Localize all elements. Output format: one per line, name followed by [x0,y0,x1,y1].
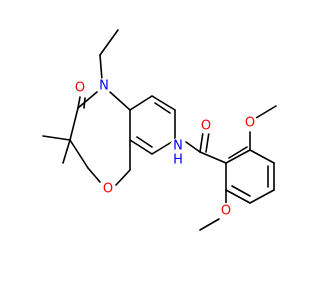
bond [249,189,275,204]
atom-label: O [201,119,211,134]
atom-o-carbonyl-ring: O [72,80,88,96]
bond [225,149,251,164]
bond [151,95,176,111]
bond [154,102,171,114]
bond [255,105,277,119]
bond [69,107,79,141]
bond [99,54,103,81]
bond [249,149,275,164]
bond [62,139,71,164]
atom-label: H [173,153,183,168]
atom-o-ether-ring: O [100,181,116,197]
atom-label: O [245,116,255,131]
bond [99,29,119,56]
bond [199,151,227,164]
bond [199,218,220,231]
bond [42,135,71,141]
bond [225,189,251,204]
bond [199,131,204,153]
bond [228,146,248,159]
atom-label: O [221,204,231,219]
bond [77,96,81,109]
bond [129,139,153,155]
bond [83,97,86,109]
bond [69,139,89,169]
atom-label: O [75,81,85,96]
bond [136,136,153,148]
chemical-structure-diagram: O N O N H O O O [42,29,277,231]
bond [115,169,131,186]
atom-n-amide: N [170,138,186,154]
bond [87,167,101,183]
atom-o-methoxy-bottom: O [218,203,234,219]
atom-o-amide: O [198,118,214,134]
bond [205,131,210,153]
bond [129,95,153,111]
atom-o-methoxy-top: O [242,115,258,131]
bond [109,91,131,111]
bond [231,185,251,197]
atom-labels: O N O N H O O O [72,78,258,219]
atom-label: N [173,139,183,154]
bond [185,141,201,153]
atom-label: O [103,182,113,197]
bonds [42,29,277,231]
atom-h-amide: H [171,153,185,168]
atom-label: N [99,79,109,94]
bond [77,91,98,109]
atom-n-ring: N [96,78,112,94]
